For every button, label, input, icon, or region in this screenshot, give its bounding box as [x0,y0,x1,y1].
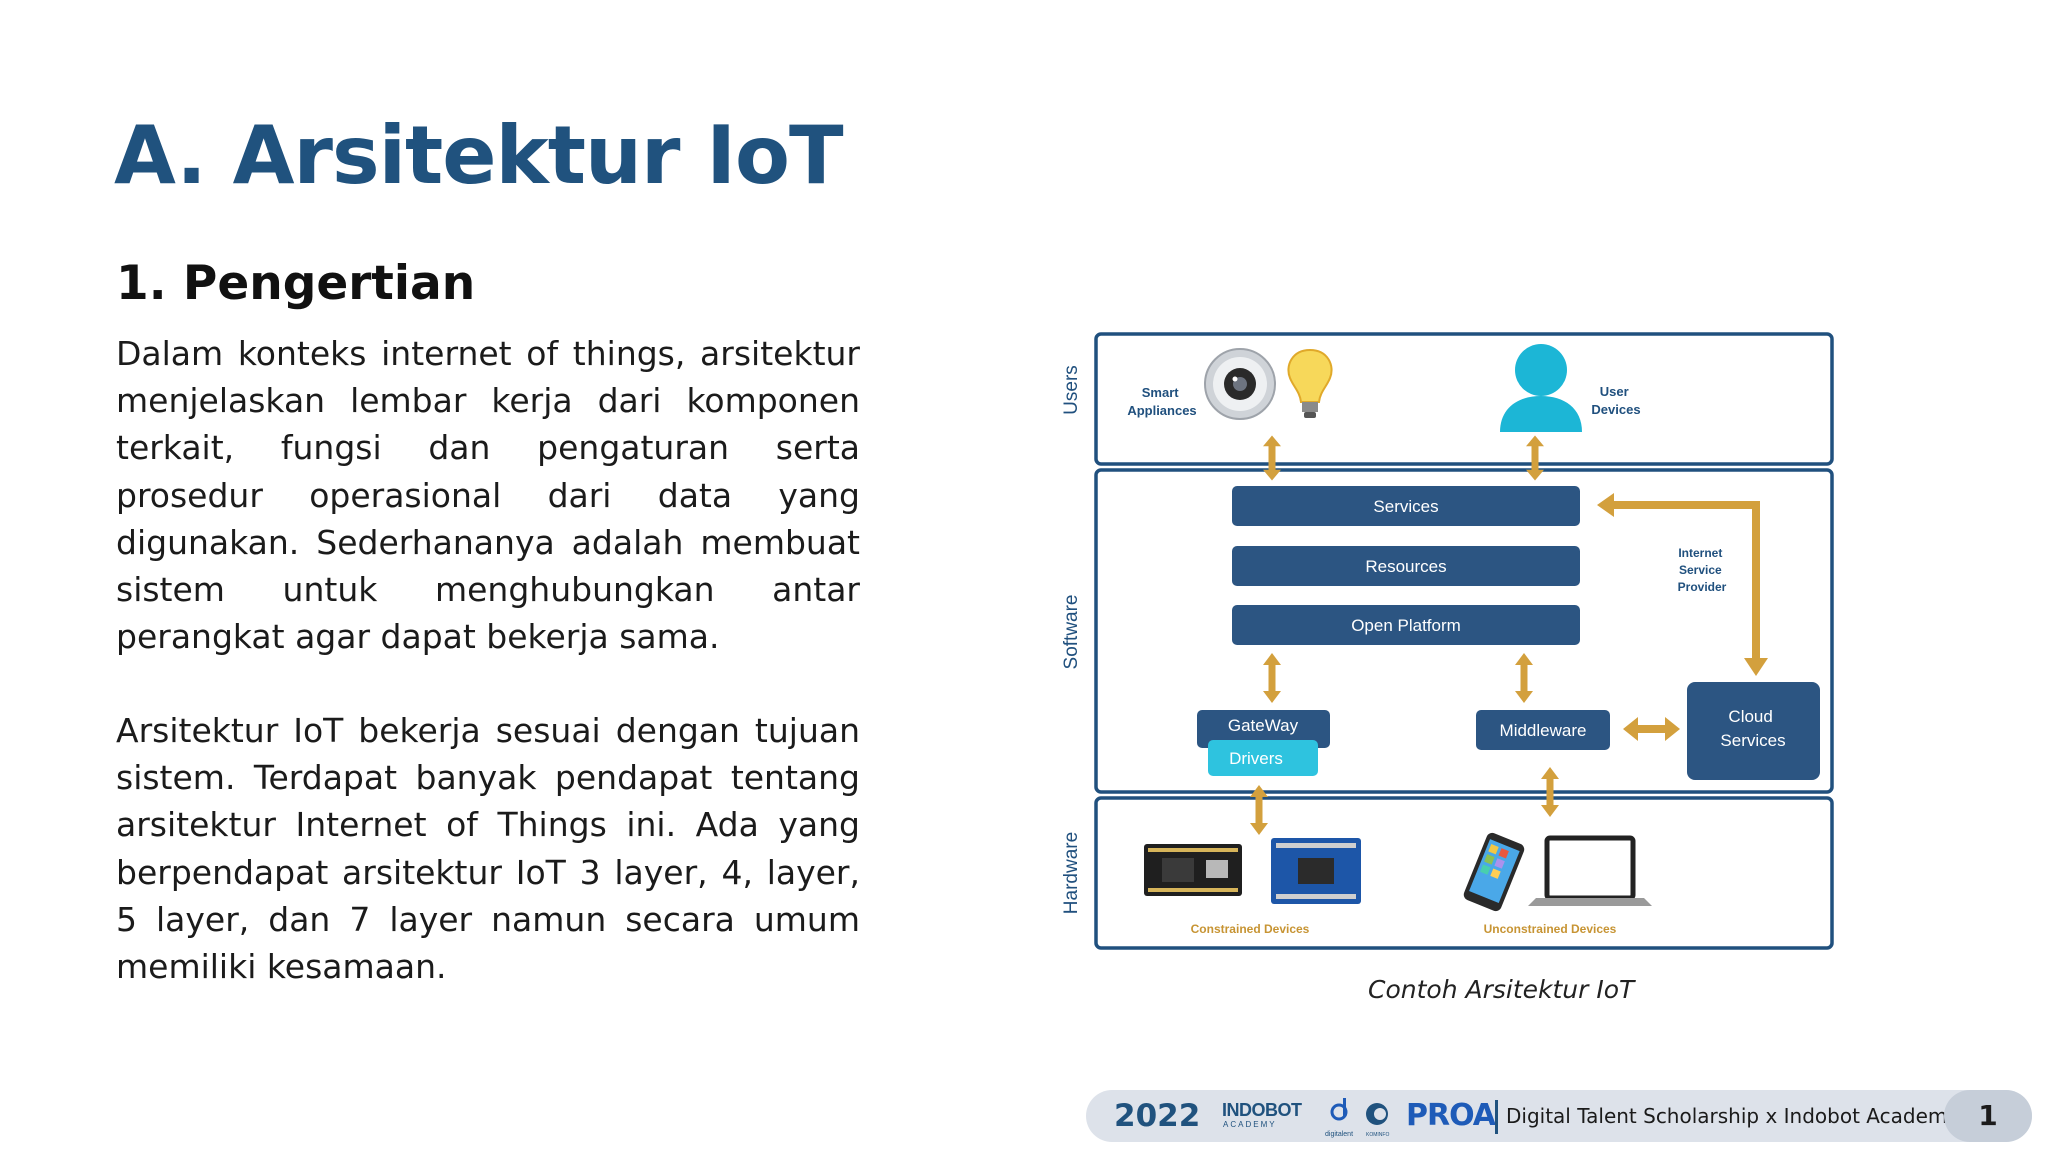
middleware-label: Middleware [1500,721,1587,740]
cloud-services-label: Cloud Services [1720,707,1785,750]
indobot-logo: INDOBOT [1222,1100,1302,1120]
open-platform-label: Open Platform [1351,616,1461,635]
resources-label: Resources [1365,557,1446,576]
laptop-icon [1528,835,1652,906]
isp-label: Internet Service Provider [1678,546,1727,594]
hardware-layer [1094,796,1834,950]
paragraph-definition: Dalam konteks internet of things, arsite… [116,334,860,657]
arrow-middleware-cloud [1623,717,1680,741]
unconstrained-devices-label: Unconstrained Devices [1484,922,1617,936]
user-icon [1500,344,1582,432]
partner-logos: INDOBOT ACADEMY digitalent KOMINFO [1222,1098,1389,1138]
isp-arrow [1597,493,1768,676]
services-box [1232,486,1580,526]
resources-box [1232,546,1580,586]
kominfo-logo-icon [1366,1103,1388,1125]
user-devices-label: User Devices [1591,384,1640,417]
slide-title: A. Arsitektur IoT [114,109,844,202]
layer-label-users: Users [1061,365,1082,415]
footer-bar: 2022 INDOBOT ACADEMY digitalent KOMINFO … [1086,1090,2032,1142]
drivers-box [1208,740,1318,776]
footer-year: 2022 [1114,1098,1201,1134]
digitalent-text: digitalent [1325,1131,1353,1138]
smart-appliances-label: Smart Appliances [1127,385,1196,418]
digitalent-logo-icon [1330,1098,1348,1121]
indobot-academy-text: ACADEMY [1223,1120,1277,1129]
drivers-label: Drivers [1229,749,1283,768]
middleware-box [1476,710,1610,750]
gateway-label: GateWay [1228,716,1299,735]
footer-program-text: Digital Talent Scholarship x Indobot Aca… [1506,1104,1960,1128]
constrained-devices-label: Constrained Devices [1191,922,1310,936]
smartphone-icon [1463,832,1525,912]
services-label: Services [1373,497,1438,516]
diagram-caption: Contoh Arsitektur IoT [1368,975,1635,1004]
microcontroller-board-icon [1144,844,1242,896]
section-heading: 1. Pengertian [116,256,476,311]
cloud-services-box [1687,682,1820,780]
open-platform-box [1232,605,1580,645]
wifi-module-icon [1271,838,1361,904]
camera-icon [1204,348,1276,420]
users-layer [1094,332,1834,466]
proa-logo: PROA [1406,1098,1496,1133]
paragraph-layers: Arsitektur IoT bekerja sesuai dengan tuj… [116,711,860,987]
iot-architecture-diagram: Users Software Hardware Smart Appliances… [1061,332,1834,950]
gateway-box [1197,710,1330,748]
layer-label-software: Software [1061,595,1082,670]
layer-label-hardware: Hardware [1061,832,1082,914]
kominfo-text: KOMINFO [1366,1132,1389,1138]
lightbulb-icon [1287,348,1333,418]
footer-divider [1495,1100,1498,1134]
page-number: 1 [1944,1090,2032,1142]
